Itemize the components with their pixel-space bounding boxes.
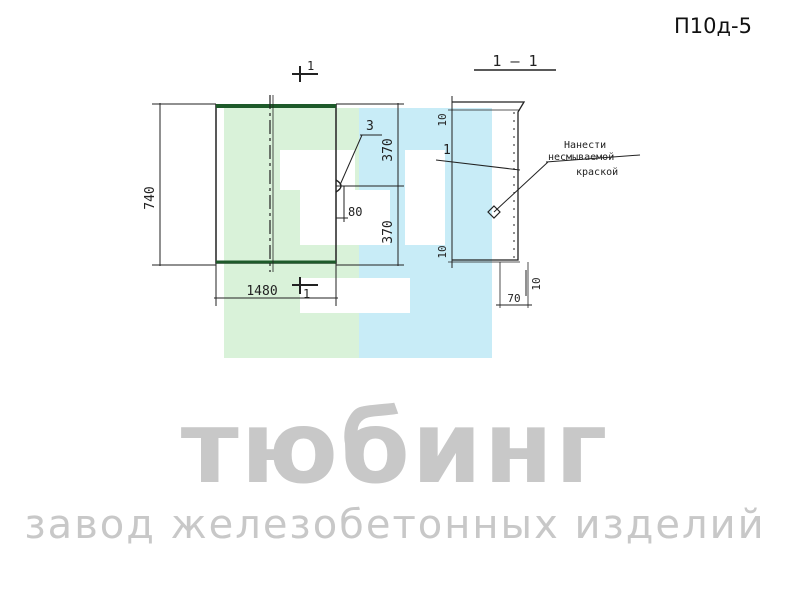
callout-3-leader (339, 134, 363, 186)
dim-lower-half-label: 370 (381, 220, 396, 243)
dim-width-label: 1480 (246, 284, 277, 299)
note-shelf (545, 154, 641, 163)
section-thickness-label: 70 (507, 292, 520, 305)
section-profile (452, 101, 526, 261)
watermark-brand: тюбинг (180, 389, 610, 506)
note-line-3: краской (576, 166, 618, 178)
logo-cutout-right (405, 150, 445, 245)
mounting-loop (335, 179, 342, 193)
section-mark-top: 1 (307, 59, 314, 73)
section-edge-label: 10 (530, 277, 543, 290)
note-line-2: несмываемой (548, 151, 614, 163)
panel-plan-view (152, 66, 404, 306)
section-mark-bottom: 1 (303, 287, 310, 301)
logo-cutout-left (280, 150, 355, 190)
drawing-code: П10д-5 (674, 14, 752, 38)
dim-upper-half-label: 370 (381, 138, 396, 161)
section-top-margin-label: 10 (436, 113, 449, 126)
note-leader (493, 161, 549, 213)
callout-1-label: 1 (443, 143, 451, 158)
section-title: 1 — 1 (492, 52, 537, 70)
callout-3-label: 3 (366, 119, 374, 134)
section-view (435, 69, 641, 308)
dim-height-label: 740 (143, 186, 158, 209)
dim-offset-label: 80 (348, 205, 362, 219)
logo-cutout-bottom (300, 278, 410, 313)
section-bottom-margin-label: 10 (436, 245, 449, 258)
watermark-tagline: завод железобетонных изделий (24, 502, 766, 548)
note-line-1: Нанести (564, 140, 606, 151)
callout-1-leader (435, 159, 521, 171)
marking-diamond (487, 205, 501, 219)
